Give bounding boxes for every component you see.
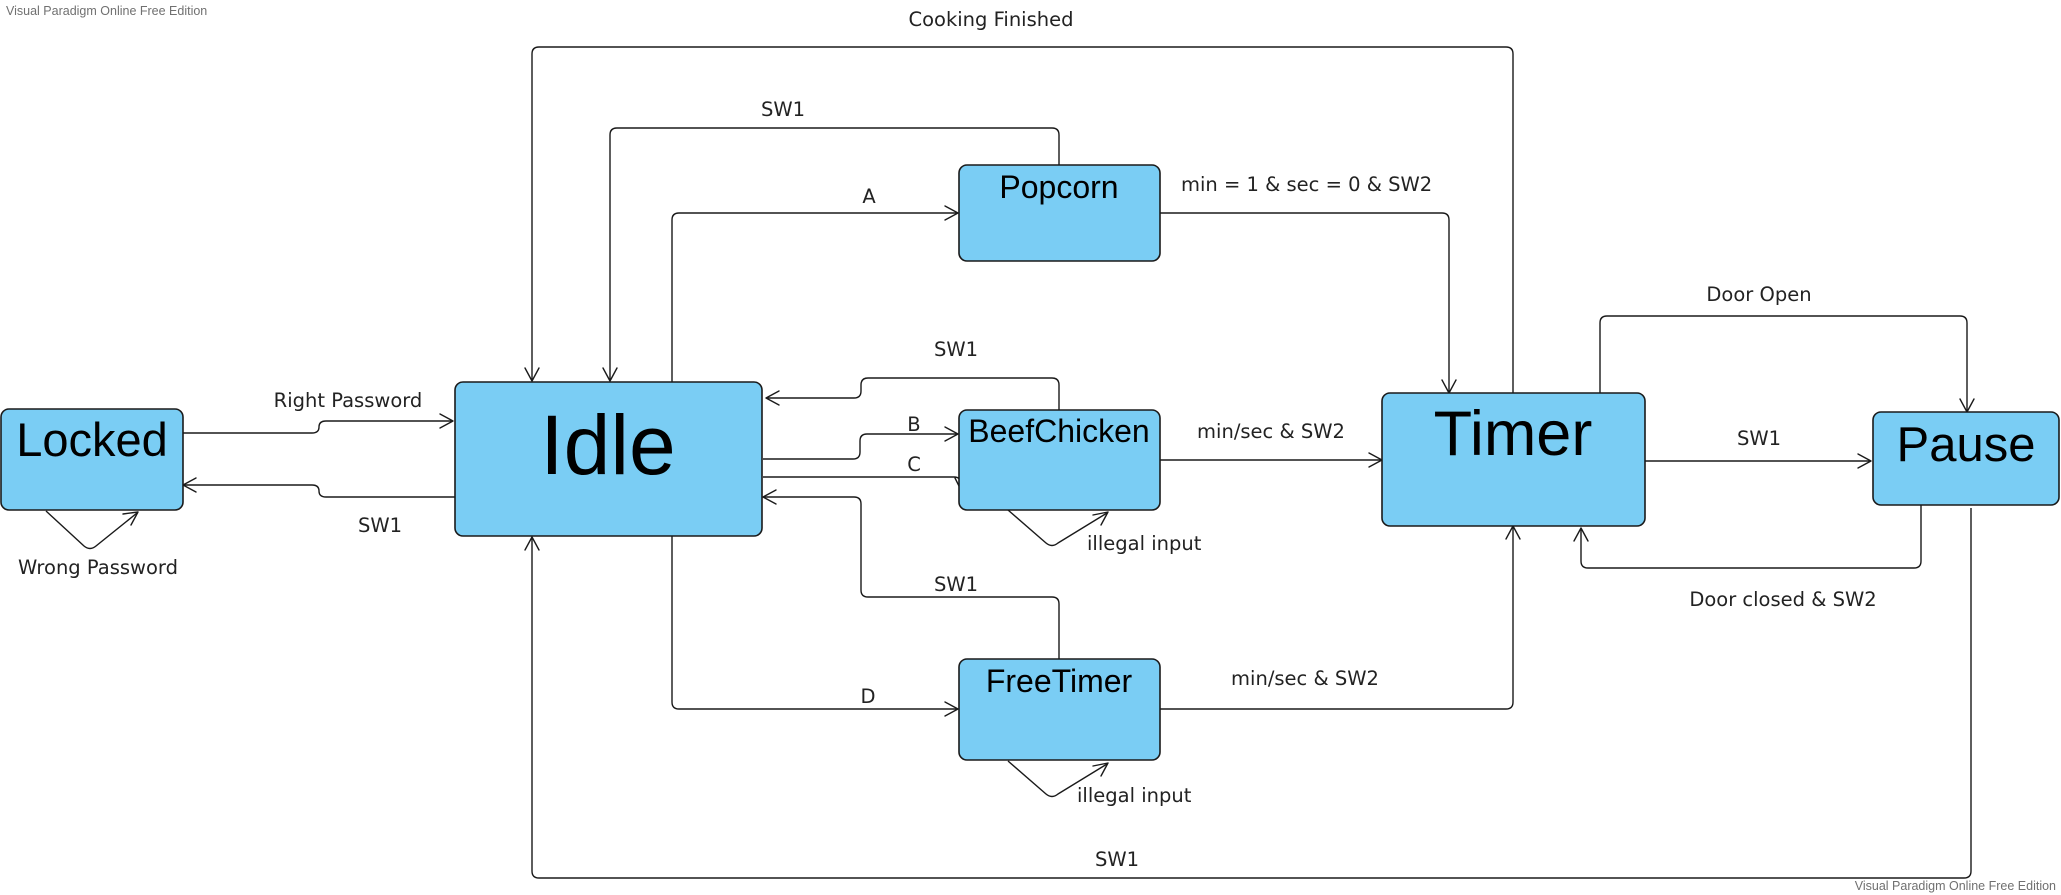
transition-popcorn-timer[interactable] [1160,212,1457,394]
label-idle-popcorn-a: A [862,185,876,208]
label-popcorn-sw1: SW1 [761,98,805,121]
transition-door-open[interactable] [1599,315,1975,413]
label-freetimer-timer: min/sec & SW2 [1231,667,1379,690]
label-locked-sw1: SW1 [358,514,402,537]
transition-idle-beef-c[interactable] [763,476,968,491]
label-right-password: Right Password [274,389,423,412]
transition-timer-pause-sw1[interactable] [1645,453,1872,469]
transition-beef-idle-sw1[interactable] [765,377,1060,410]
label-door-closed: Door closed & SW2 [1689,588,1876,611]
transition-door-closed[interactable] [1573,505,1922,569]
label-beef-sw1: SW1 [934,338,978,361]
watermark-top: Visual Paradigm Online Free Edition [6,4,207,18]
state-freetimer[interactable]: FreeTimer [958,658,1161,761]
label-wrong-password: Wrong Password [18,556,178,579]
state-popcorn[interactable]: Popcorn [958,164,1161,262]
label-idle-beef-b: B [907,413,920,436]
label-idle-freetimer-d: D [860,685,875,708]
state-pause[interactable]: Pause [1872,411,2060,506]
transition-idle-freetimer-d[interactable] [671,535,959,717]
transition-right-password[interactable] [183,413,454,434]
label-pause-idle-sw1: SW1 [1095,848,1139,871]
state-freetimer-label: FreeTimer [986,663,1133,699]
transition-cooking-finished[interactable] [524,46,1514,393]
transition-idle-beef-b[interactable] [763,426,959,460]
label-freetimer-sw1: SW1 [934,573,978,596]
state-timer-label: Timer [1434,399,1593,469]
state-idle-label: Idle [540,398,675,492]
transition-freetimer-illegal-input[interactable] [1007,760,1109,798]
label-door-open: Door Open [1706,283,1811,306]
state-beefchicken-label: BeefChicken [968,413,1149,449]
transition-beef-illegal-input[interactable] [1007,509,1109,547]
transition-pause-idle-sw1[interactable] [524,508,1972,879]
label-timer-pause-sw1: SW1 [1737,427,1781,450]
state-locked-label: Locked [16,413,168,466]
state-locked[interactable]: Locked [0,408,184,511]
transition-wrong-password[interactable] [45,510,139,550]
transition-idle-popcorn-a[interactable] [671,205,959,382]
transition-beef-timer[interactable] [1160,452,1383,468]
state-pause-label: Pause [1897,418,2036,472]
transition-freetimer-idle-sw1[interactable] [762,489,1060,659]
label-freetimer-illegal-input: illegal input [1077,784,1192,807]
state-popcorn-label: Popcorn [999,169,1118,205]
label-beef-illegal-input: illegal input [1087,532,1202,555]
label-popcorn-timer: min = 1 & sec = 0 & SW2 [1181,173,1432,196]
label-idle-beef-c: C [907,453,921,476]
label-cooking-finished: Cooking Finished [908,8,1073,31]
state-beefchicken[interactable]: BeefChicken [958,409,1161,511]
label-beef-timer: min/sec & SW2 [1197,420,1345,443]
transition-idle-locked-sw1[interactable] [182,477,455,498]
state-timer[interactable]: Timer [1381,392,1646,527]
transition-popcorn-idle-sw1[interactable] [602,127,1060,382]
watermark-bottom: Visual Paradigm Online Free Edition [1855,879,2056,893]
state-idle[interactable]: Idle [454,381,763,537]
